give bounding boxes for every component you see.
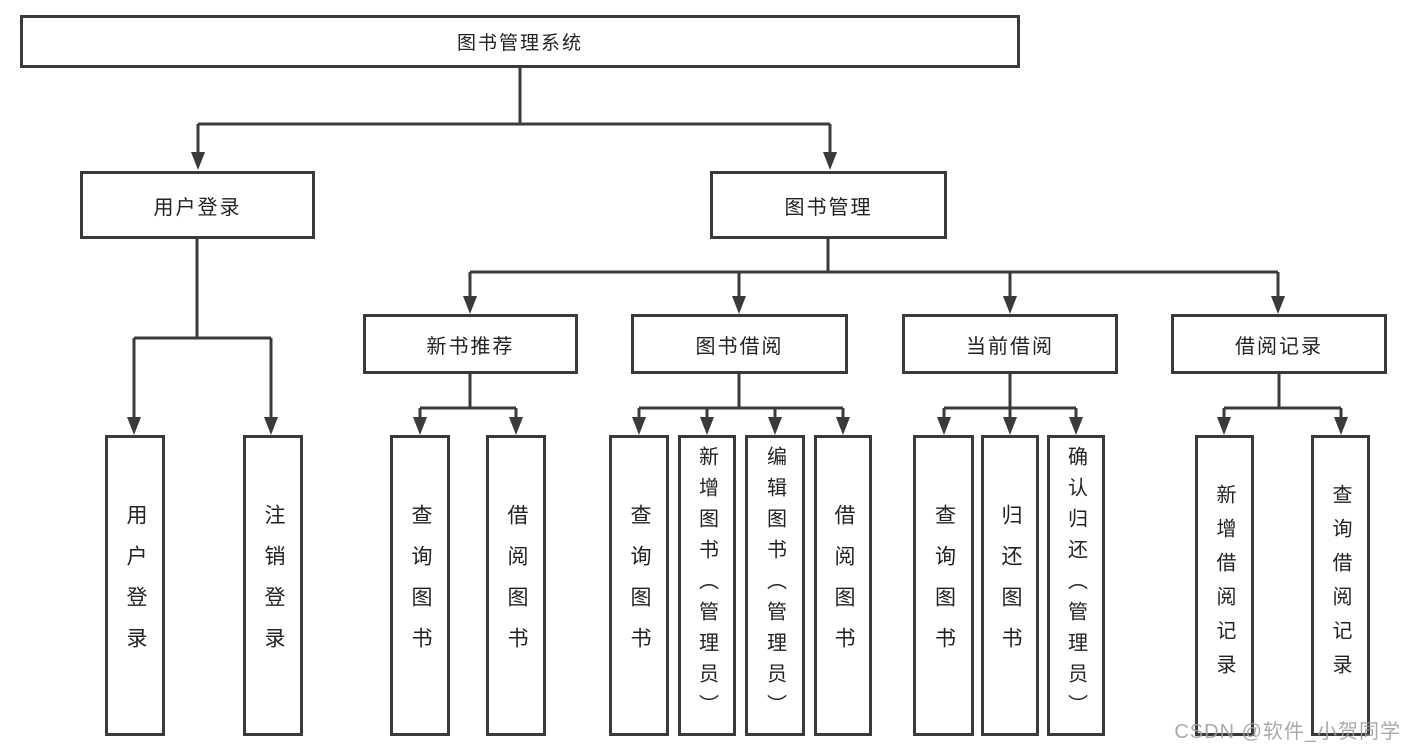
node-book-management-system: 图书管理系统 [20,15,1020,68]
leaf-query-books-1: 查询图书 [390,435,450,736]
leaf-borrow-books-1: 借阅图书 [486,435,546,736]
node-user-login: 用户登录 [80,171,315,239]
leaf-borrow-books-2: 借阅图书 [814,435,872,736]
leaf-query-books-3: 查询图书 [913,435,974,736]
leaf-edit-book-admin: 编辑图书（管理员） [745,435,805,736]
leaf-logout: 注销登录 [243,435,303,736]
node-current-borrow: 当前借阅 [902,314,1118,374]
leaf-confirm-return-admin: 确认归还（管理员） [1047,435,1105,736]
node-borrow-records: 借阅记录 [1171,314,1387,374]
leaf-add-book-admin: 新增图书（管理员） [678,435,736,736]
node-new-book-recommend: 新书推荐 [363,314,578,374]
leaf-query-borrow-record: 查询借阅记录 [1311,435,1370,736]
csdn-watermark: CSDN @软件_小贺同学 [1174,721,1401,743]
node-book-borrow: 图书借阅 [631,314,848,374]
leaf-user-login: 用户登录 [105,435,165,736]
leaf-return-book: 归还图书 [981,435,1039,736]
leaf-add-borrow-record: 新增借阅记录 [1195,435,1254,736]
leaf-query-books-2: 查询图书 [609,435,669,736]
node-book-management: 图书管理 [710,171,947,239]
